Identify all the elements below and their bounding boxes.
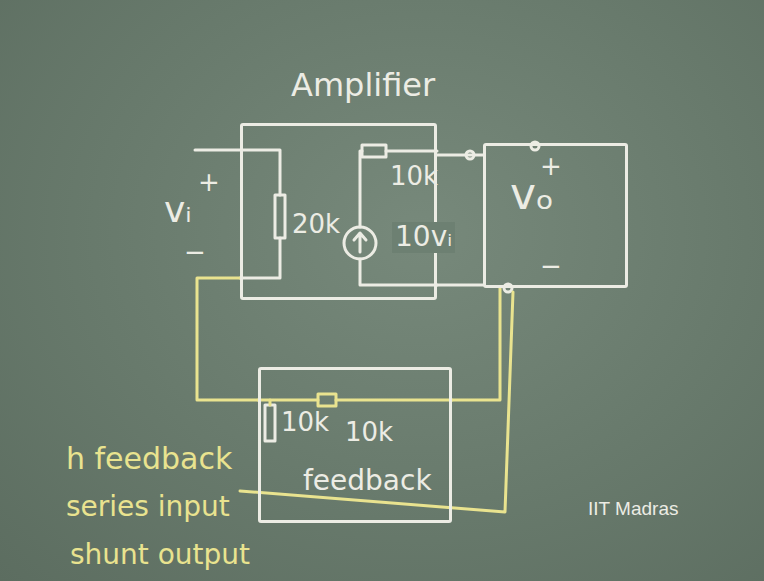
source-value: 10vᵢ [392, 222, 455, 253]
output-wire [360, 259, 437, 285]
resistor-symbol [265, 405, 275, 441]
resistor-value: 10k [281, 408, 329, 437]
output-wire [360, 151, 362, 227]
note: shunt output [70, 540, 250, 571]
feedback-wire [258, 399, 318, 402]
resistor-symbol [318, 394, 336, 406]
feedback-wire [269, 400, 272, 405]
polarity-sign: + [198, 168, 220, 197]
resistor-symbol [275, 195, 285, 238]
watermark: IIT Madras [588, 499, 678, 520]
resistor-symbol [362, 145, 386, 157]
signal-name: vᵢ [164, 190, 192, 230]
resistor-value: 10k [345, 418, 393, 447]
current-arrow [354, 233, 366, 252]
output-box: +vₒ− [483, 143, 628, 288]
wire-connector [197, 278, 258, 400]
current-source-symbol [344, 227, 376, 259]
feedback-wire [336, 399, 452, 402]
resistor-value: 20k [292, 210, 340, 239]
note: h feedback [66, 442, 232, 475]
wire-connector [437, 154, 483, 157]
wire-connector [452, 288, 500, 400]
box-heading: Amplifier [291, 68, 435, 103]
input-wire [240, 238, 280, 278]
box-label: feedback [303, 466, 432, 497]
resistor-value: 10k [390, 162, 438, 191]
polarity-sign: − [540, 252, 562, 281]
polarity-sign: − [184, 238, 206, 267]
output-wire [386, 150, 437, 153]
feedback-wire [240, 292, 513, 512]
signal-name: vₒ [510, 170, 554, 218]
note: series input [66, 492, 230, 523]
wire-connector [437, 284, 483, 287]
